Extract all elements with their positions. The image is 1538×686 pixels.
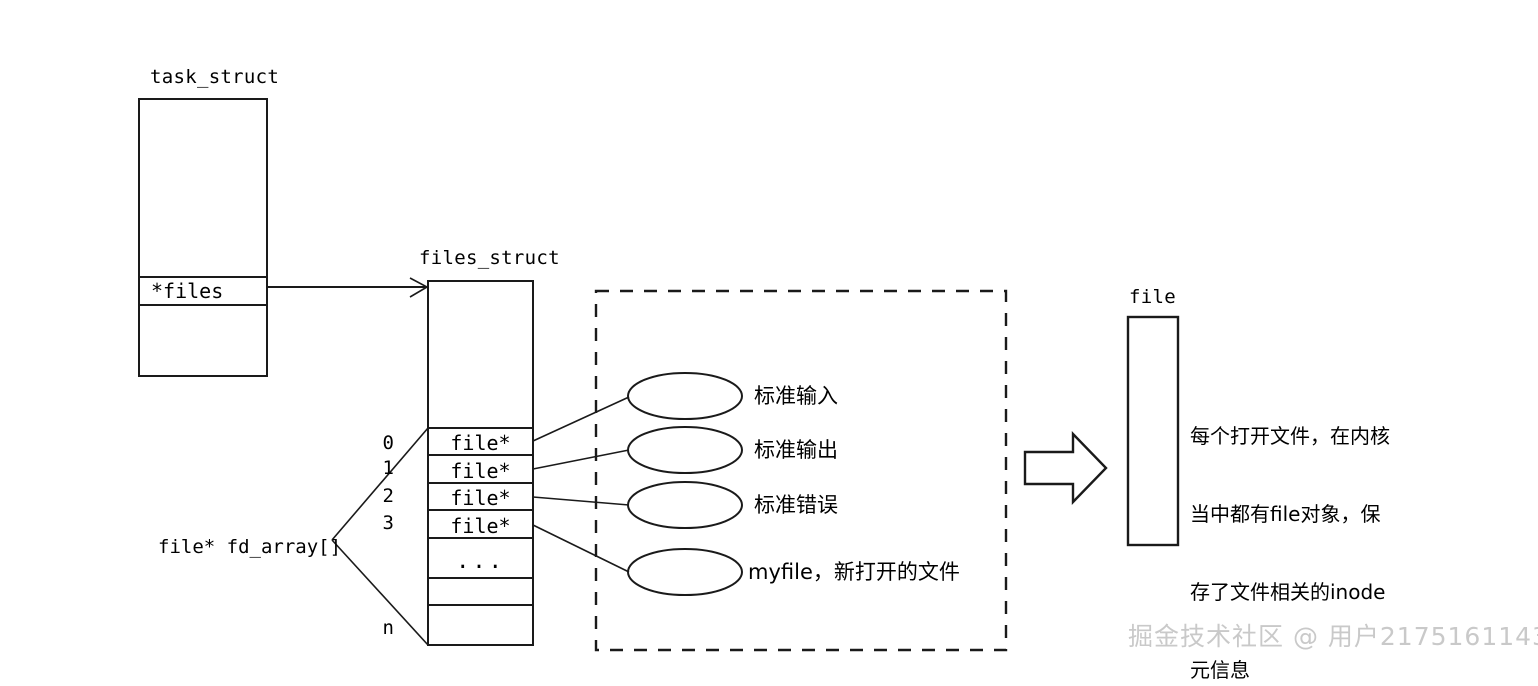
file-object-title: file <box>1129 286 1176 308</box>
fd-index-3: 3 <box>382 512 394 534</box>
watermark: 掘金技术社区 @ 用户21751611438 <box>1128 622 1538 651</box>
file-desc-line-2: 当中都有file对象，保 <box>1190 502 1381 526</box>
fd-cell-1: file* <box>450 459 511 483</box>
file-object-ellipses <box>627 372 743 596</box>
open-files-dashed-box <box>594 289 1008 652</box>
open-file-label-stdout: 标准输出 <box>754 438 838 462</box>
files-struct-title: files_struct <box>419 247 560 269</box>
files-pointer-arrow <box>267 277 429 298</box>
fd-cell-ellipsis: ... <box>456 549 505 574</box>
fd-index-n: n <box>382 617 394 639</box>
file-object-box <box>1126 315 1180 547</box>
fd-index-1: 1 <box>382 457 394 479</box>
right-arrow-icon <box>1023 431 1108 505</box>
open-file-label-stderr: 标准错误 <box>754 493 838 517</box>
file-object-description: 每个打开文件，在内核 当中都有file对象，保 存了文件相关的inode 元信息 <box>1190 371 1480 686</box>
file-desc-line-3: 存了文件相关的inode <box>1190 580 1386 604</box>
file-desc-line-4: 元信息 <box>1190 658 1250 682</box>
task-struct-title: task_struct <box>150 66 280 88</box>
fd-index-0: 0 <box>382 432 394 454</box>
open-file-label-stdin: 标准输入 <box>754 384 838 408</box>
fd-array-label: file* fd_array[] <box>158 536 342 558</box>
fd-cell-3: file* <box>450 514 511 538</box>
fd-cell-2: file* <box>450 486 511 510</box>
task-struct-box <box>138 98 268 377</box>
fd-cell-0: file* <box>450 431 511 455</box>
fd-index-2: 2 <box>382 485 394 507</box>
fd-to-file-connectors <box>532 396 630 573</box>
file-desc-line-1: 每个打开文件，在内核 <box>1190 424 1390 448</box>
task-struct-field-files: *files <box>151 279 224 303</box>
open-file-label-myfile: myfile，新打开的文件 <box>748 560 960 584</box>
